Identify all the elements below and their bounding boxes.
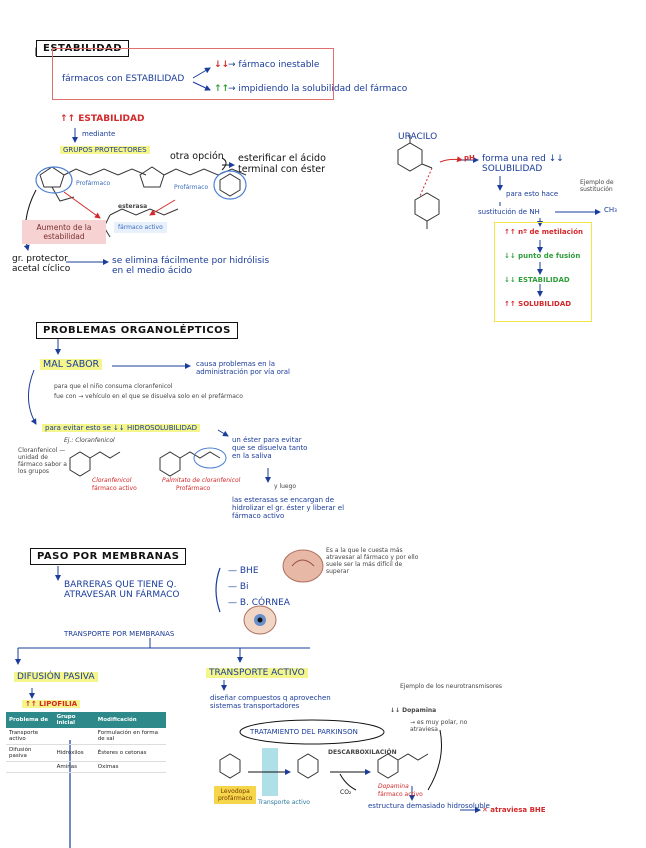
levodopa-text: Levodopa: [220, 788, 250, 795]
table-cell: Transporte activo: [6, 728, 54, 745]
grupos-highlight: GRUPOS PROTECTORES: [60, 146, 150, 154]
barreras-label: BARRERAS QUE TIENE Q. ATRAVESAR UN FÁRMA…: [64, 580, 180, 601]
note1: para que el niño consuma cloranfenicol: [54, 383, 173, 390]
organolepticos-title: PROBLEMAS ORGANOLÉPTICOS: [36, 322, 238, 339]
table-cell: [6, 761, 54, 773]
modification-table: Problema de Grupo inicial Modificación T…: [6, 712, 166, 773]
chain3: ↓↓ ESTABILIDAD: [504, 276, 570, 284]
grupos-label: GRUPOS PROTECTORES: [60, 146, 150, 154]
cloranfenicol-label: Cloranfenicol: [92, 477, 132, 484]
down-arrows-1: ↓↓: [214, 60, 230, 70]
esterasas-label: las esterasas se encargan de hidrolizar …: [232, 496, 345, 521]
no-atraviesa-text: ✕ atraviesa BHE: [482, 806, 546, 814]
co2-label: CO₂: [340, 789, 352, 796]
causa-label: causa problemas en la administración por…: [196, 360, 291, 377]
dopamina-note: ↓↓ Dopamina: [390, 707, 437, 714]
ex-note: → es muy polar, no atraviesa: [410, 719, 468, 733]
table-row: Transporte activo Formulación en forma d…: [6, 728, 166, 745]
membranas-title: PASO POR MEMBRANAS: [30, 548, 187, 565]
ejemplo-note-2: Ejemplo de los neurotransmisores: [400, 683, 503, 690]
table-cell: Difusión pasiva: [6, 744, 54, 762]
farmaco-activo-label: fármaco activo: [114, 222, 167, 233]
table-row: Difusión pasiva Hidroxilos Ésteres o cet…: [6, 744, 166, 762]
left-note: Cloranfenicol — unidad de fármaco sabor …: [18, 447, 67, 475]
table-cell: Oximas: [94, 761, 166, 773]
uracilo-title: URACILO: [398, 132, 438, 142]
bi-label: — Bi: [228, 582, 249, 592]
profarmaco-label-1: Profármaco: [76, 180, 111, 187]
se-elimina-label: se elimina fácilmente por hidrólisis en …: [112, 256, 270, 277]
table-row: Aminas Oximas: [6, 761, 166, 773]
otra-opcion-label: otra opción: [170, 151, 224, 162]
table-header: Modificación: [94, 712, 166, 728]
table-header-row: Problema de Grupo inicial Modificación: [6, 712, 166, 728]
table-cell: Formulación en forma de sal: [94, 728, 166, 745]
table-cell: [53, 728, 95, 745]
brain-note: Es a la que le cuesta más atravesar al f…: [326, 547, 419, 575]
branch2-text: → impidiendo la solubilidad del fármaco: [228, 84, 408, 94]
table-cell: Aminas: [53, 761, 95, 773]
ph-label: pH: [464, 154, 475, 162]
table-cell: Hidroxilos: [53, 744, 95, 762]
levodopa-sub: profármaco: [218, 795, 253, 802]
mediante-label: mediante: [82, 130, 116, 138]
mal-sabor-label: MAL SABOR: [40, 359, 103, 371]
ch3-label: CH₃: [604, 206, 617, 214]
sustitucion-label: sustitución de NH: [478, 208, 540, 216]
bi-text: Bi: [239, 582, 249, 592]
gr-protector-label: gr. protector acetal cíclico: [12, 254, 71, 275]
note2: fue con → vehículo en el que se disuelva…: [54, 393, 243, 400]
para-esto-label: para esto hace: [506, 190, 559, 198]
chain2: ↓↓ punto de fusión: [504, 252, 581, 260]
uracilo-box: [494, 222, 592, 322]
cornea-label: — B. CÓRNEA: [228, 598, 290, 608]
estructura-label: estructura demasiado hidrosoluble: [368, 802, 490, 810]
esterasa-label: esterasa: [118, 203, 148, 210]
un-ester-label: un éster para evitar que se disuelva tan…: [232, 436, 308, 461]
difusion-label: DIFUSIÓN PASIVA: [14, 672, 98, 682]
lipofilia-label: ↑↑ LIPOFILIA: [22, 700, 81, 708]
estab-up-text: ↑↑ ESTABILIDAD: [60, 114, 145, 124]
cornea-text: B. CÓRNEA: [239, 598, 290, 608]
branch1-text: → fármaco inestable: [228, 60, 320, 70]
mal-sabor-text: MAL SABOR: [40, 359, 103, 370]
chain1: ↑↑ nº de metilación: [504, 228, 583, 236]
forma-label: forma una red ↓↓ SOLUBILIDAD: [482, 154, 564, 175]
descarbox-label: DESCARBOXILACIÓN: [328, 749, 397, 756]
disenar-label: diseñar compuestos q aprovechen sistemas…: [210, 694, 331, 711]
difusion-text: DIFUSIÓN PASIVA: [14, 672, 98, 682]
farmaco-activo-2: fármaco activo: [92, 485, 137, 492]
activo-label: TRANSPORTE ACTIVO: [206, 668, 308, 678]
profarmaco-label-2: Profármaco: [174, 184, 209, 191]
lipofilia-text: ↑↑ LIPOFILIA: [22, 700, 81, 708]
tratamiento-label: TRATAMIENTO DEL PARKINSON: [250, 728, 358, 736]
esterificar-label: esterificar el ácido terminal con éster: [238, 153, 326, 175]
table-cell: Ésteres o cetonas: [94, 744, 166, 762]
table-header: Grupo inicial: [53, 712, 95, 728]
aumento-estabilidad-box: Aumento de la estabilidad: [22, 220, 106, 244]
estabilidad-box: [52, 48, 334, 100]
transporte-activo-label: Transporte activo: [258, 799, 310, 806]
luego-label: y luego: [274, 483, 297, 490]
dopamina-label: Dopamina: [378, 783, 409, 790]
profarmaco-2: Profármaco: [176, 485, 211, 492]
table-header: Problema de: [6, 712, 54, 728]
palmitato-label: Palmitato de cloranfenicol: [162, 477, 241, 484]
dopamina-sub: fármaco activo: [378, 791, 423, 798]
para-evitar-label: para evitar esto se ↓↓ HIDROSOLUBILIDAD: [42, 424, 200, 432]
para-evitar-text: para evitar esto se ↓↓ HIDROSOLUBILIDAD: [42, 424, 200, 432]
activo-text: TRANSPORTE ACTIVO: [206, 668, 308, 678]
bhe-label: — BHE: [228, 566, 259, 576]
ejemplo-note: Ejemplo de sustitución: [580, 179, 614, 193]
chain4: ↑↑ SOLUBILIDAD: [504, 300, 572, 308]
bhe-text: BHE: [239, 566, 259, 576]
farmacos-label: fármacos con ESTABILIDAD: [62, 74, 185, 84]
transporte-label: TRANSPORTE POR MEMBRANAS: [64, 630, 175, 638]
estab-up-label: ↑↑ ESTABILIDAD: [60, 114, 144, 124]
no-atraviesa-label: ✕ atraviesa BHE: [482, 806, 546, 814]
ej-cloranfenicol: Ej.: Cloranfenicol: [64, 437, 115, 444]
up-arrows-1: ↑↑: [214, 84, 230, 94]
